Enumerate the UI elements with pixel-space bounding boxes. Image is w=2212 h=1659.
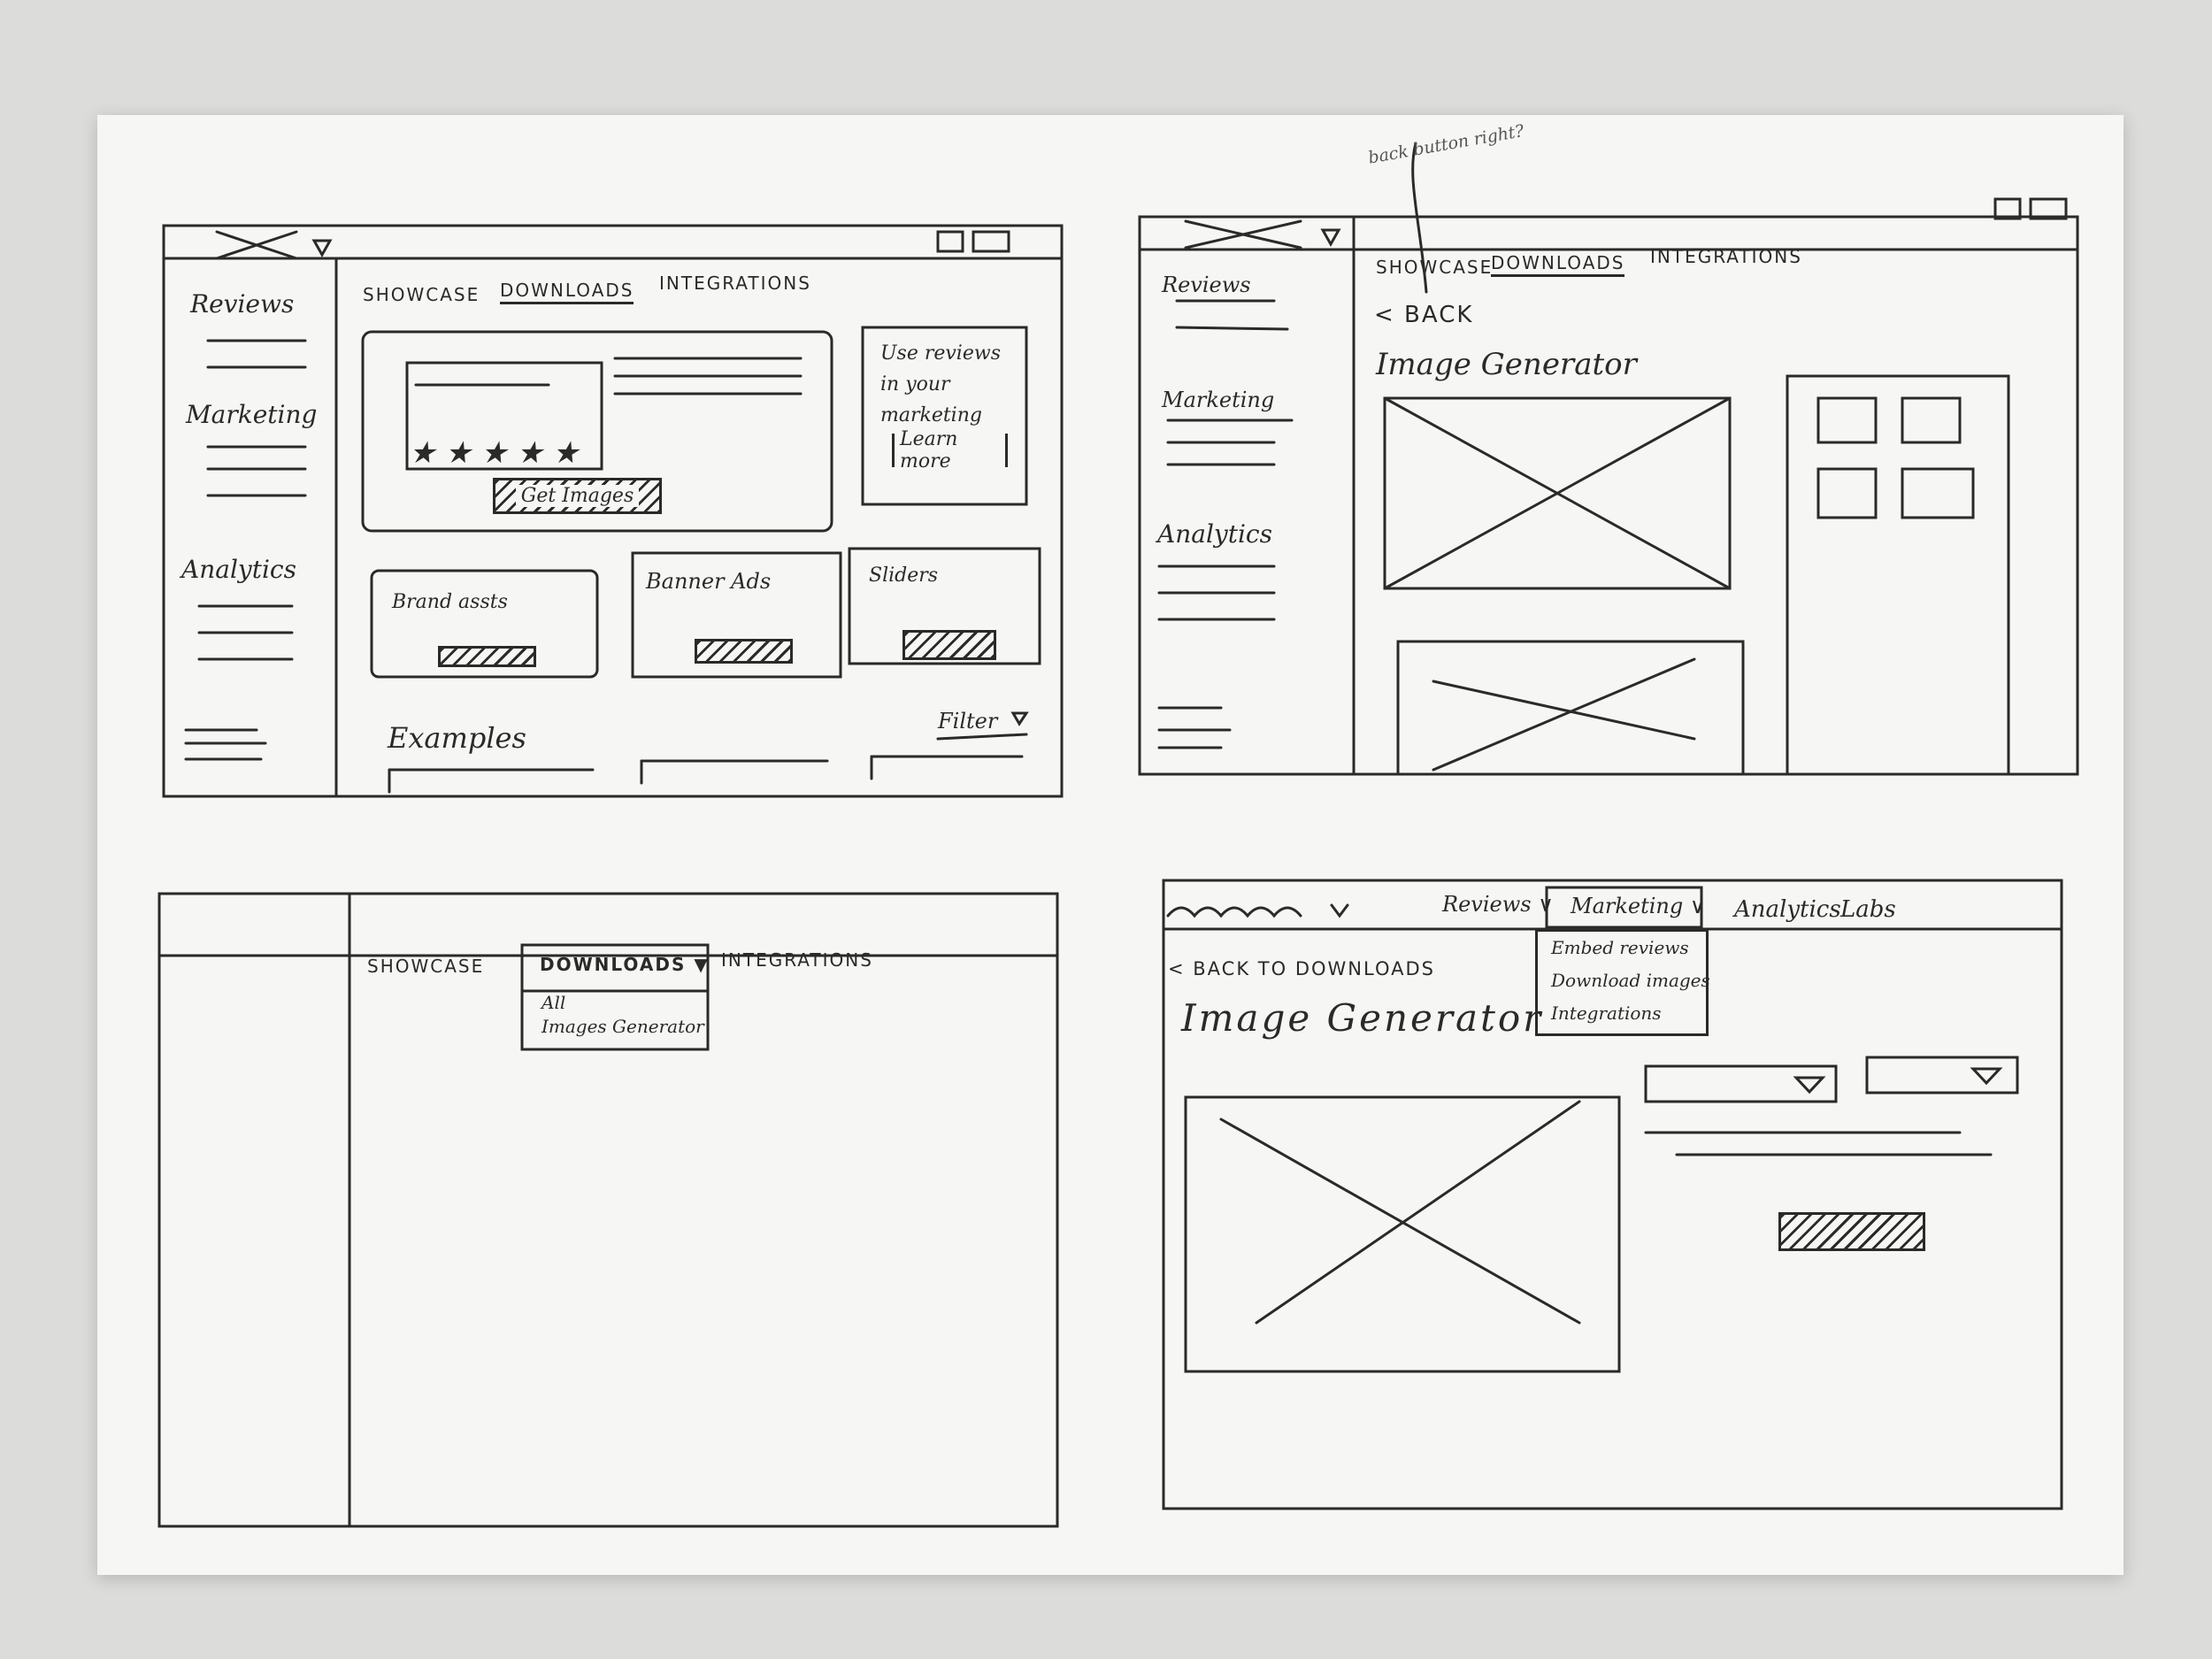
tab-downloads[interactable]: DOWNLOADS ▼ (540, 954, 710, 975)
generate-button[interactable] (1778, 1212, 1925, 1251)
sidebar-section-marketing[interactable]: Marketing (1162, 388, 1275, 412)
tab-integrations[interactable]: INTEGRATIONS (721, 949, 873, 971)
marketing-dropdown-menu: Embed reviews Download images Integratio… (1535, 929, 1710, 1036)
downloads-menu-item-all[interactable]: All (541, 992, 566, 1013)
asset-card-banner-title: Banner Ads (646, 569, 772, 594)
tab-downloads[interactable]: DOWNLOADS (500, 281, 634, 304)
tab-downloads[interactable]: DOWNLOADS (1491, 254, 1625, 277)
sidebar-section-analytics[interactable]: Analytics (1157, 519, 1272, 549)
menu-item-integrations[interactable]: Integrations (1551, 1002, 1662, 1024)
select-dropdown-1[interactable] (1646, 1066, 1836, 1102)
tab-showcase[interactable]: SHOWCASE (363, 284, 480, 305)
sketch-4-frame (1162, 879, 2063, 1510)
asset-card-sliders-title: Sliders (869, 565, 939, 587)
select-dropdown-2[interactable] (1867, 1057, 2017, 1093)
menu-item-download-images[interactable]: Download images (1551, 970, 1710, 991)
rating-stars: ★★★★★ (409, 435, 588, 471)
sidebar-section-reviews[interactable]: Reviews (1162, 273, 1251, 297)
tab-showcase[interactable]: SHOWCASE (1376, 257, 1494, 278)
downloads-menu-item-image-generator[interactable]: Images Generator (541, 1016, 704, 1037)
tab-showcase[interactable]: SHOWCASE (367, 956, 485, 977)
learn-more-button[interactable]: Learn more (892, 428, 1008, 472)
promo-text: Use reviews in your marketing (880, 342, 1001, 427)
back-link[interactable]: < BACK (1374, 302, 1474, 328)
nav-labs[interactable]: Labs (1840, 896, 1896, 923)
nav-reviews[interactable]: Reviews ∨ (1442, 892, 1554, 917)
tab-integrations[interactable]: INTEGRATIONS (659, 273, 811, 294)
menu-item-embed-reviews[interactable]: Embed reviews (1551, 937, 1689, 958)
banner-ads-button[interactable] (695, 639, 793, 664)
nav-analytics[interactable]: Analytics (1734, 896, 1841, 923)
tab-integrations[interactable]: INTEGRATIONS (1650, 246, 1802, 267)
back-to-downloads-link[interactable]: < BACK TO DOWNLOADS (1168, 958, 1435, 979)
paper-sheet (97, 115, 2124, 1575)
sketch-1-frame (162, 224, 1064, 798)
page-title: Image Generator (1376, 347, 1637, 382)
page-title: Image Generator (1181, 996, 1544, 1040)
sidebar-section-marketing[interactable]: Marketing (186, 400, 318, 429)
sketch-3-frame (157, 892, 1059, 1528)
sliders-button[interactable] (902, 630, 996, 660)
get-images-button[interactable]: Get Images (493, 478, 662, 514)
nav-marketing[interactable]: Marketing ∨ (1571, 894, 1706, 918)
sidebar-section-analytics[interactable]: Analytics (181, 555, 296, 584)
sidebar-section-reviews[interactable]: Reviews (190, 289, 295, 319)
sketch-2-frame (1138, 142, 2079, 776)
examples-heading: Examples (388, 721, 526, 755)
filter-dropdown[interactable]: Filter (938, 709, 998, 733)
brand-assets-button[interactable] (438, 646, 536, 667)
asset-card-brand-title: Brand assts (392, 591, 508, 613)
